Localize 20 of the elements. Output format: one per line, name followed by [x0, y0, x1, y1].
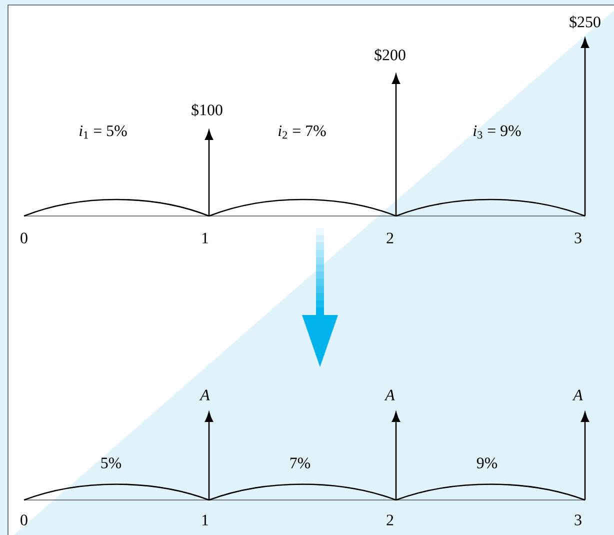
rate-label: i$_{2}$ = 7% — [278, 125, 326, 139]
period-number: 0 — [20, 514, 28, 526]
period-number: 3 — [574, 514, 582, 526]
amount-label: A — [384, 390, 395, 400]
rate-label: i$_{3}$ = 9% — [474, 125, 521, 139]
period-number: 2 — [386, 514, 394, 526]
amount-label: $200 — [374, 48, 406, 62]
amount-label: $100 — [192, 104, 222, 116]
rate-label: 9% — [476, 458, 498, 468]
period-number: 3 — [574, 232, 582, 244]
period-number: 1 — [202, 232, 208, 244]
rate-label: i$_{1}$ = 5% — [80, 125, 127, 139]
amount-label: A — [199, 390, 210, 400]
amount-label: A — [572, 390, 583, 400]
rate-label: 5% — [101, 458, 122, 468]
period-number: 2 — [386, 232, 394, 244]
period-number: 1 — [202, 514, 208, 526]
period-number: 0 — [20, 232, 28, 244]
amount-label: $250 — [570, 16, 600, 28]
rate-label: 7% — [290, 458, 310, 468]
